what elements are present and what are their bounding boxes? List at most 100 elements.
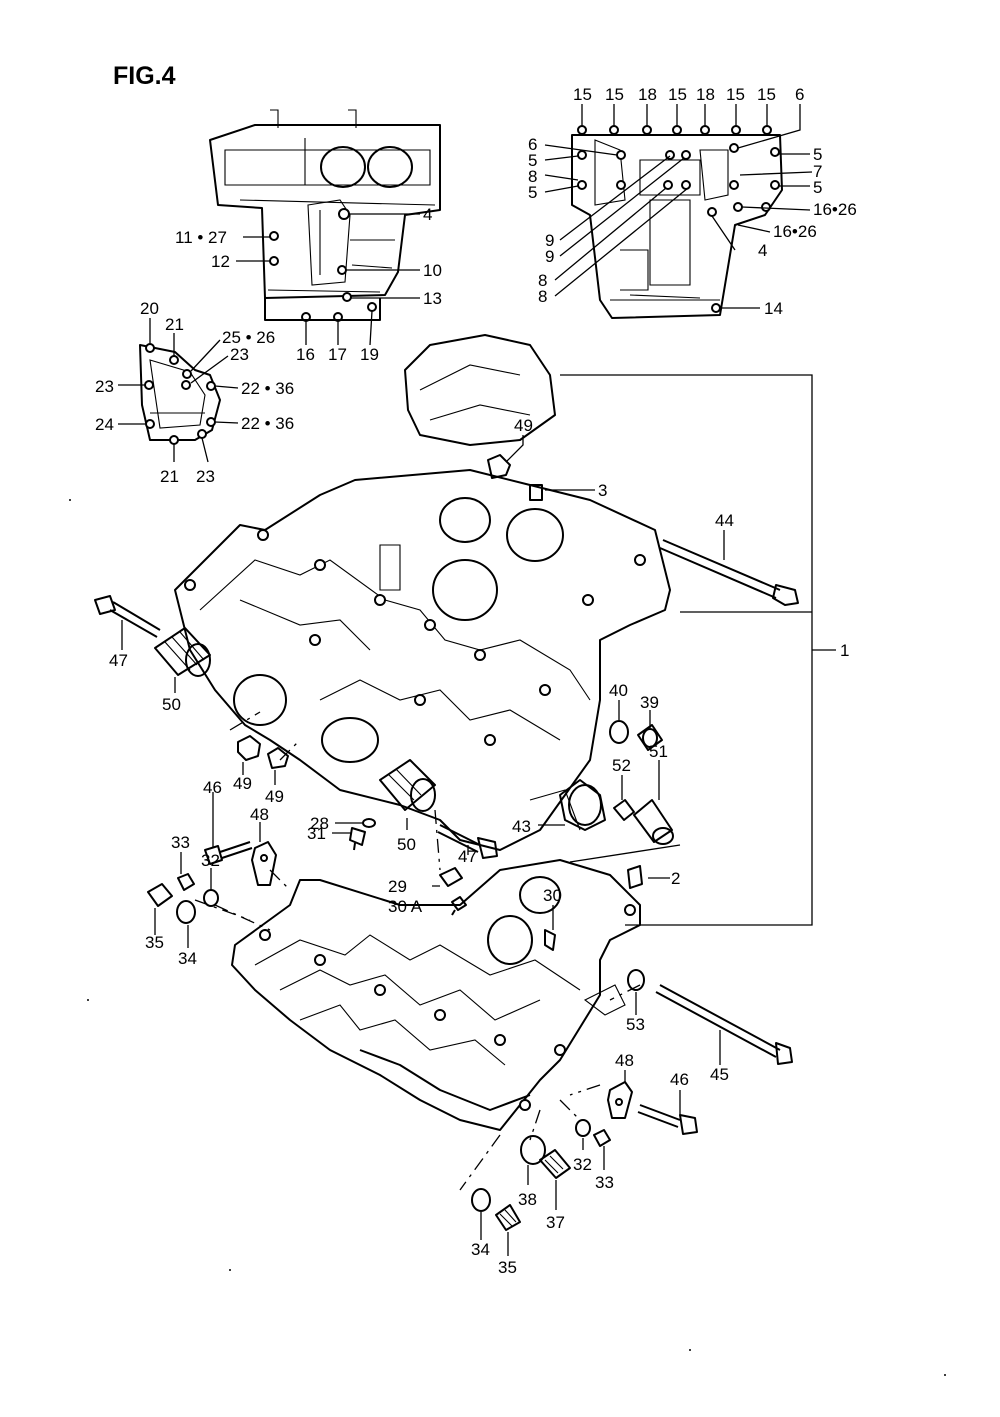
label-51: 51	[649, 742, 668, 761]
label-11-27: 11 • 27	[175, 228, 227, 247]
label-20: 20	[140, 299, 159, 318]
label-5-d: 5	[813, 178, 822, 197]
label-22-36-a: 22 • 36	[241, 379, 294, 398]
label-21-b: 21	[160, 467, 179, 486]
long-bolt-44	[659, 539, 799, 606]
label-8-a: 8	[528, 167, 537, 186]
label-9-b: 9	[545, 247, 554, 266]
bolt-47-left	[94, 595, 161, 638]
inset1-leaders	[236, 213, 420, 346]
label-44: 44	[715, 511, 734, 530]
label-49-b: 49	[233, 774, 252, 793]
label-16-26-a: 16•26	[813, 200, 857, 219]
label-50-b: 50	[397, 835, 416, 854]
label-30A: 30 A	[388, 897, 423, 916]
label-25-26: 25 • 26	[222, 328, 275, 347]
label-10: 10	[423, 261, 442, 280]
lower-right-fasteners	[575, 1081, 698, 1147]
label-2: 2	[671, 869, 680, 888]
label-7: 7	[813, 162, 822, 181]
label-6-b: 6	[528, 135, 537, 154]
bolt-47-center	[437, 824, 498, 859]
lower-left-fasteners	[147, 841, 277, 924]
label-37: 37	[546, 1213, 565, 1232]
label-32-a: 32	[201, 851, 220, 870]
label-34-a: 34	[178, 949, 197, 968]
label-33-b: 33	[595, 1173, 614, 1192]
label-23-b: 23	[95, 377, 114, 396]
washer-plug-39-40	[609, 720, 663, 751]
label-8-c: 8	[538, 287, 547, 306]
label-3: 3	[598, 481, 607, 500]
label-16: 16	[296, 345, 315, 364]
part-1-bracket	[560, 374, 836, 926]
scan-specks	[69, 499, 946, 1376]
washer-plug-37-38	[520, 1135, 571, 1179]
label-40: 40	[609, 681, 628, 700]
label-49-c: 49	[265, 787, 284, 806]
label-23-a: 23	[230, 345, 249, 364]
label-49-a: 49	[514, 416, 533, 435]
label-9-a: 9	[545, 231, 554, 250]
figure-title: FIG.4	[113, 62, 176, 90]
label-14: 14	[764, 299, 783, 318]
label-4-b: 4	[758, 241, 767, 260]
label-30: 30	[543, 886, 562, 905]
label-48-a: 48	[250, 805, 269, 824]
label-35-b: 35	[498, 1258, 517, 1277]
label-48-b: 48	[615, 1051, 634, 1070]
label-23-c: 23	[196, 467, 215, 486]
label-15-d: 15	[726, 85, 745, 104]
label-1: 1	[840, 641, 849, 660]
label-39: 39	[640, 693, 659, 712]
label-12: 12	[211, 252, 230, 271]
parts-51-52	[613, 799, 674, 845]
lower-case-bottom-view	[571, 125, 783, 319]
label-47-a: 47	[109, 651, 128, 670]
label-15-b: 15	[605, 85, 624, 104]
main-leaders	[121, 435, 725, 1256]
label-46-b: 46	[670, 1070, 689, 1089]
label-50-a: 50	[162, 695, 181, 714]
label-6-a: 6	[795, 85, 804, 104]
nut-49-left	[237, 454, 511, 769]
lower-crankcase	[231, 859, 643, 1131]
label-4-a: 4	[423, 205, 432, 224]
label-24: 24	[95, 415, 114, 434]
cover-plate-detail	[139, 343, 221, 445]
long-bolt-45	[655, 984, 793, 1065]
label-34-b: 34	[471, 1240, 490, 1259]
plugs-29-30	[439, 867, 556, 951]
label-18-b: 18	[696, 85, 715, 104]
inset2-leaders	[544, 104, 813, 309]
label-32-b: 32	[573, 1155, 592, 1174]
cap-43	[559, 779, 606, 831]
label-46-a: 46	[203, 778, 222, 797]
label-22-36-b: 22 • 36	[241, 414, 294, 433]
label-15-a: 15	[573, 85, 592, 104]
inset3-leaders	[118, 318, 239, 463]
washer-plug-34-35	[471, 1188, 521, 1231]
label-13: 13	[423, 289, 442, 308]
oil-filter-50-center	[379, 759, 436, 812]
label-16-26-b: 16•26	[773, 222, 817, 241]
label-33-a: 33	[171, 833, 190, 852]
label-21-a: 21	[165, 315, 184, 334]
washer-53	[627, 969, 645, 991]
label-43: 43	[512, 817, 531, 836]
label-5-b: 5	[528, 183, 537, 202]
label-15-c: 15	[668, 85, 687, 104]
label-5-c: 5	[813, 145, 822, 164]
label-47-b: 47	[458, 847, 477, 866]
assembly-dashed-lines	[194, 711, 641, 1191]
label-8-b: 8	[538, 271, 547, 290]
label-28: 28	[310, 814, 329, 833]
label-53: 53	[626, 1015, 645, 1034]
label-29: 29	[388, 877, 407, 896]
sensor-28-31	[349, 818, 376, 851]
label-15-e: 15	[757, 85, 776, 104]
label-5-a: 5	[528, 151, 537, 170]
label-31: 31	[307, 824, 326, 843]
